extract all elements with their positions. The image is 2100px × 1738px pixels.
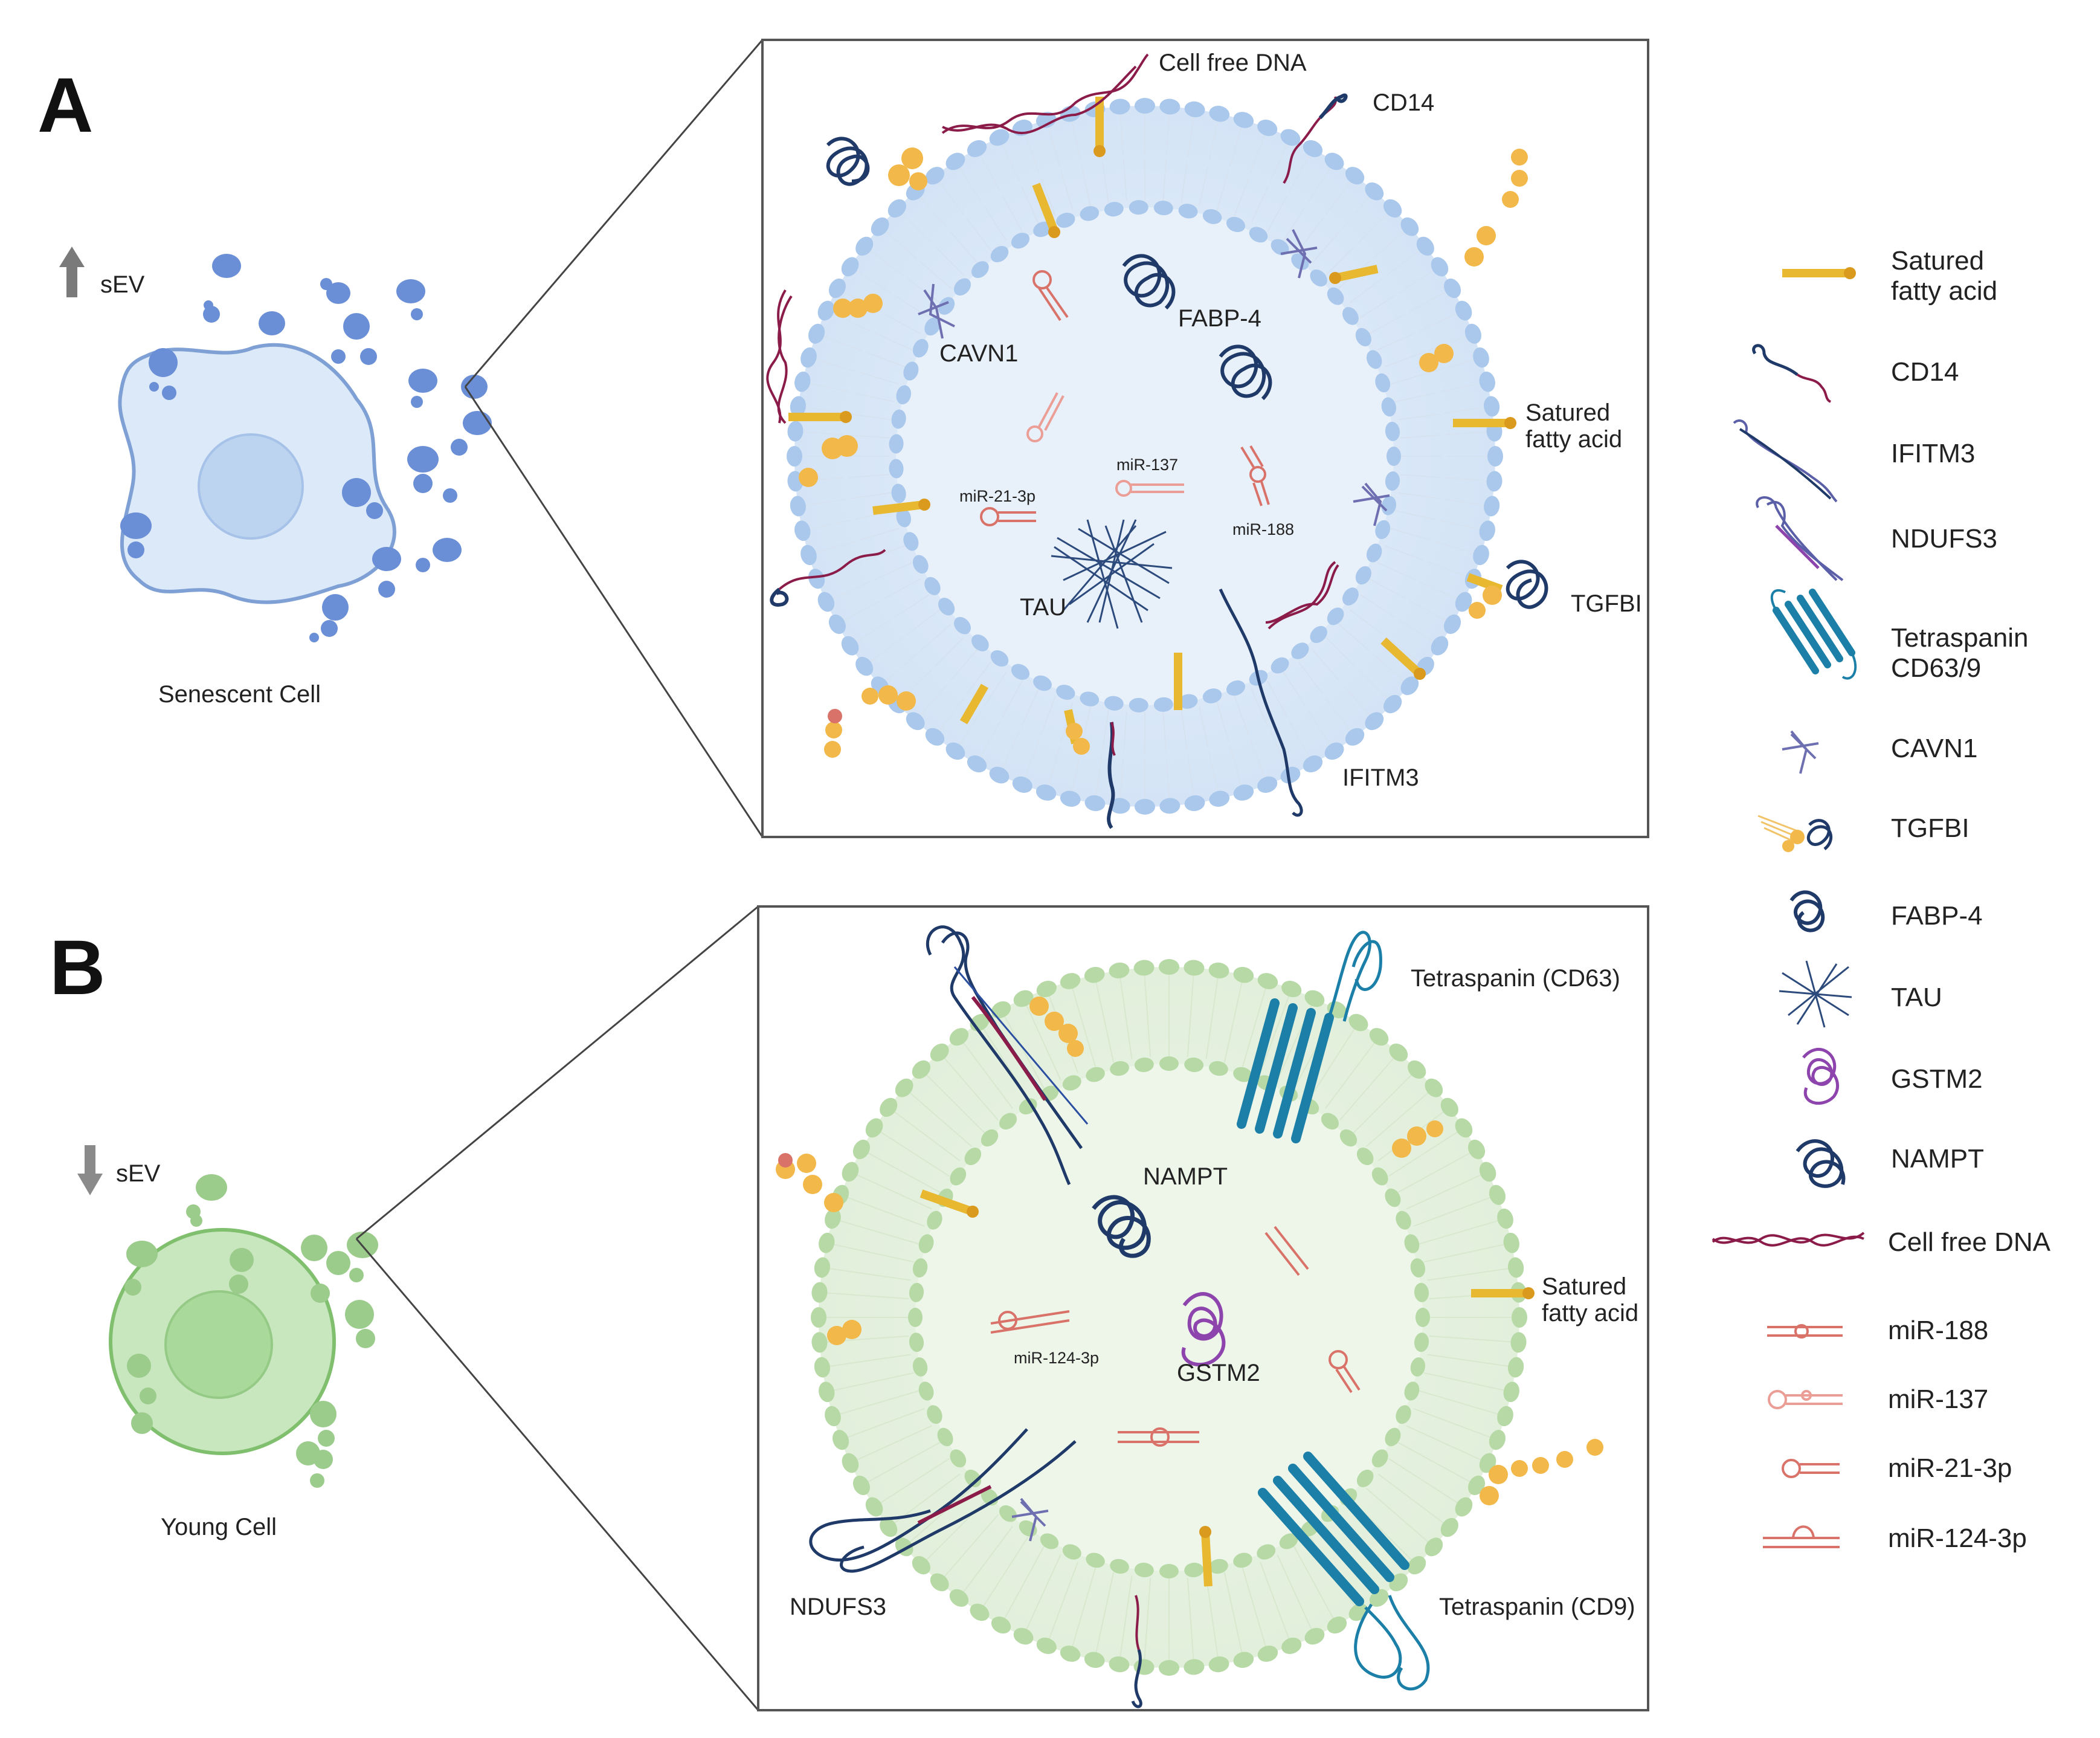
senescent-cell — [118, 343, 396, 604]
sev-decrease-arrow — [77, 1145, 103, 1195]
label-cd63-b: Tetraspanin (CD63) — [1411, 965, 1620, 992]
gstm2-b — [1181, 1292, 1226, 1366]
cell-free-dna-a — [766, 53, 1339, 630]
legend-label-tau: TAU — [1891, 983, 1942, 1012]
label-tau-a: TAU — [1020, 594, 1066, 621]
legend-label-mir137: miR-137 — [1888, 1384, 1988, 1414]
label-fatty-acid-line2-a: fatty acid — [1525, 426, 1622, 453]
sev-label-a: sEV — [100, 271, 145, 298]
nampt-icon — [1796, 1139, 1846, 1188]
panel-letter-b: B — [50, 925, 105, 1011]
label-gstm2-b: GSTM2 — [1177, 1360, 1260, 1386]
fatty-acid-icon — [1782, 267, 1856, 279]
cavn1-a — [918, 229, 1390, 526]
legend-label-tetraspanin-2: CD63/9 — [1891, 653, 1981, 683]
panel-b: B sEV Young Cell — [50, 905, 1649, 1711]
legend-label-ifitm3: IFITM3 — [1891, 439, 1975, 468]
legend-label-tgfbi: TGFBI — [1891, 813, 1970, 843]
fabp4-icon — [1789, 890, 1825, 932]
young-cell — [109, 1228, 336, 1455]
sev-increase-arrow — [59, 247, 85, 297]
tgfbi-icon — [1757, 815, 1833, 852]
ifitm3-a — [1219, 588, 1303, 817]
label-mir124-b: miR-124-3p — [1014, 1349, 1099, 1367]
gstm2-icon — [1802, 1048, 1839, 1105]
tetraspanin-cd63-b — [1237, 931, 1382, 1143]
legend: Satured fatty acid CD14 IFITM3 NDUFS3 Te… — [1712, 246, 2051, 1553]
legend-label-mir188: miR-188 — [1888, 1316, 1988, 1345]
legend-label-cell-free-dna: Cell free DNA — [1888, 1227, 2051, 1257]
mirnas-a — [980, 270, 1270, 526]
label-fabp4-a: FABP-4 — [1178, 305, 1261, 332]
label-mir21-a: miR-21-3p — [959, 487, 1036, 505]
senescent-vesicle-zoom — [787, 98, 1503, 815]
legend-label-fabp4: FABP-4 — [1891, 901, 1983, 931]
cd14-b — [1131, 1595, 1142, 1708]
legend-label-tetraspanin-1: Tetraspanin — [1891, 623, 2028, 653]
glycan-chains-a — [799, 147, 1528, 758]
legend-label-fatty-acid-2: fatty acid — [1891, 276, 1997, 306]
legend-label-fatty-acid-1: Satured — [1891, 246, 1984, 276]
label-nampt-b: NAMPT — [1143, 1163, 1228, 1190]
label-cd9-b: Tetraspanin (CD9) — [1439, 1594, 1635, 1620]
label-ndufs3-b: NDUFS3 — [790, 1594, 886, 1620]
label-cavn1-a: CAVN1 — [939, 340, 1018, 367]
mir21-icon — [1782, 1459, 1840, 1478]
nampt-b — [1092, 1195, 1151, 1258]
fatty-acids-b — [920, 1189, 1528, 1587]
tau-a — [1051, 519, 1173, 629]
fatty-acid-heads-b — [967, 1206, 1535, 1538]
label-tgfbi-a: TGFBI — [1571, 590, 1642, 617]
label-fatty-acid-line1-b: Satured — [1542, 1273, 1626, 1300]
cd14-a — [770, 93, 1348, 829]
fatty-acid-heads-a — [840, 145, 1516, 680]
young-vesicle-zoom — [811, 959, 1527, 1676]
label-ifitm3-a: IFITM3 — [1342, 764, 1419, 791]
legend-label-ndufs3: NDUFS3 — [1891, 524, 1997, 554]
mir137-icon — [1768, 1390, 1843, 1409]
tetraspanin-cd9-b — [1258, 1452, 1430, 1691]
mir124-icon — [1763, 1525, 1840, 1548]
ndufs3-icon — [1756, 496, 1844, 581]
legend-label-cd14: CD14 — [1891, 357, 1959, 387]
tangle-proteins-a — [826, 137, 1548, 609]
sev-label-b: sEV — [116, 1160, 161, 1187]
label-fatty-acid-line2-b: fatty acid — [1542, 1300, 1638, 1326]
cavn1-icon — [1782, 730, 1819, 774]
label-cell-free-dna-a: Cell free DNA — [1159, 50, 1307, 76]
senescent-cell-label: Senescent Cell — [158, 681, 321, 708]
young-cell-label: Young Cell — [161, 1514, 277, 1540]
label-fatty-acid-line1-a: Satured — [1525, 399, 1610, 426]
mirnas-b — [990, 1226, 1361, 1447]
mir188-icon — [1767, 1324, 1843, 1339]
tau-icon — [1779, 960, 1852, 1028]
tetraspanin-icon — [1770, 589, 1857, 680]
ifitm3-icon — [1733, 419, 1838, 503]
legend-label-mir124: miR-124-3p — [1888, 1523, 2027, 1553]
cd14-icon — [1752, 344, 1832, 403]
senescent-vesicles — [120, 254, 492, 642]
vesicle-membrane-b — [811, 959, 1527, 1676]
panel-letter-a: A — [37, 62, 93, 149]
label-mir137-a: miR-137 — [1116, 456, 1178, 474]
cavn1-b — [1011, 1497, 1049, 1542]
ndufs3-bottom-b — [809, 1428, 1077, 1573]
legend-label-gstm2: GSTM2 — [1891, 1064, 1983, 1094]
panel-a: A sEV Senescent Cell — [37, 39, 1649, 838]
ndufs3-top-b — [926, 925, 1089, 1186]
cell-free-dna-icon — [1712, 1232, 1865, 1247]
legend-label-nampt: NAMPT — [1891, 1144, 1984, 1174]
vesicle-membrane-a — [787, 98, 1503, 815]
label-mir188-a: miR-188 — [1232, 520, 1294, 538]
legend-label-mir21: miR-21-3p — [1888, 1453, 2012, 1483]
young-vesicles — [124, 1174, 378, 1488]
legend-label-cavn1: CAVN1 — [1891, 734, 1977, 763]
label-cd14-a: CD14 — [1373, 89, 1434, 116]
